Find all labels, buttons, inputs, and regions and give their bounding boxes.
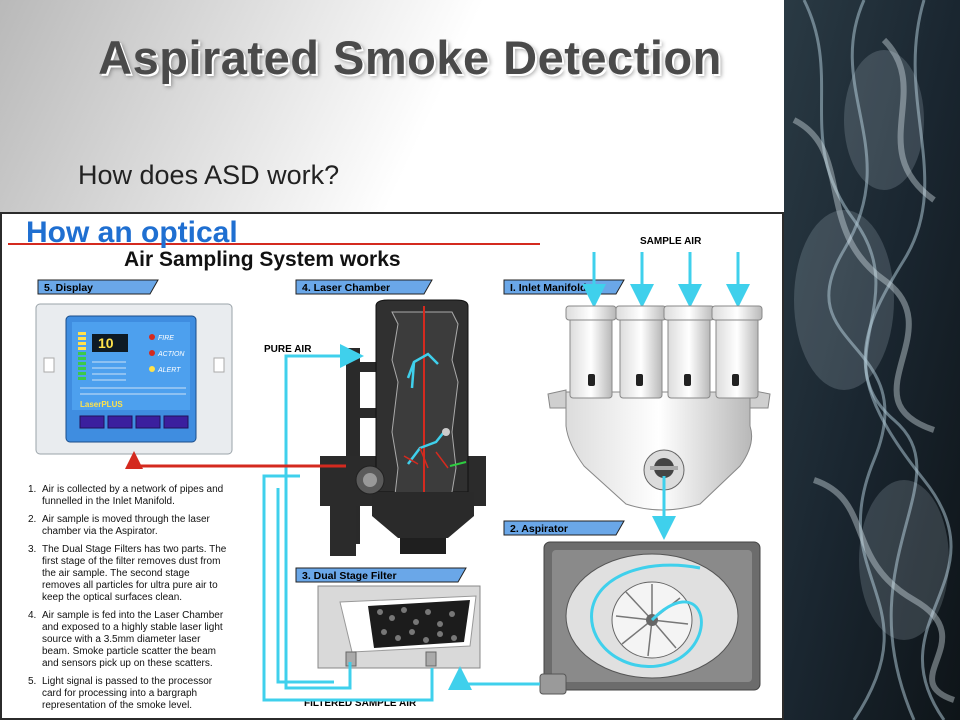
step-2-num: 2. [28, 514, 36, 525]
step-3-line-1: The Dual Stage Filters has two parts. Th… [42, 544, 227, 555]
step-4-line-2: and exposed to a highly stable laser lig… [42, 622, 223, 633]
step-5-line-3: representation of the smoke level. [42, 700, 192, 711]
label-aspirator: 2. Aspirator [503, 520, 625, 536]
step-2-line-1: Air sample is moved through the laser [42, 514, 211, 525]
display-alert: ALERT [157, 367, 181, 374]
step-5-line-2: card for processing into a bargraph [42, 688, 197, 699]
signal-arrow [125, 451, 346, 469]
steps-list: 1. Air is collected by a network of pipe… [28, 484, 227, 711]
step-2-line-2: chamber via the Aspirator. [42, 526, 158, 537]
step-4-line-4: beam. Smoke particle scatter the beam [42, 646, 216, 657]
step-1-line-1: Air is collected by a network of pipes a… [42, 484, 223, 495]
dual-stage-filter [317, 585, 481, 669]
label-laser-chamber: 4. Laser Chamber [295, 279, 433, 295]
air-flow-lines [262, 344, 540, 702]
label-dual-stage-filter: 3. Dual Stage Filter [295, 567, 467, 583]
label-display-text: 5. Display [44, 282, 93, 294]
display-fire: FIRE [158, 335, 174, 342]
step-3-line-4: removes all particles for ultra pure air… [42, 580, 218, 591]
step-4-num: 4. [28, 610, 36, 621]
diagram-heading-1: How an optical [26, 216, 238, 249]
step-3-line-3: the air sample. The second stage [42, 568, 190, 579]
label-inlet-manifold: I. Inlet Manifold [503, 279, 625, 295]
aspirator [539, 541, 761, 695]
display-readout: 10 [98, 335, 114, 351]
step-3-line-2: first stage of the filter removes dust f… [42, 556, 220, 567]
step-5-num: 5. [28, 676, 36, 687]
air-sampling-diagram: How an optical Air Sampling System works… [0, 212, 784, 720]
display-panel: 10 FIRE ACTION ALERT LaserPLUS [35, 303, 233, 455]
step-1-num: 1. [28, 484, 36, 495]
step-4-line-3: source with a 3.5mm diameter laser [42, 634, 201, 645]
filtered-sample-air-label: FILTERED SAMPLE AIR [304, 698, 417, 709]
step-4-line-1: Air sample is fed into the Laser Chamber [42, 610, 224, 621]
slide-title: Aspirated Smoke Detection [98, 31, 722, 84]
pure-air-label: PURE AIR [264, 344, 312, 355]
step-3-num: 3. [28, 544, 36, 555]
laser-chamber [320, 299, 486, 556]
smoke-image [784, 0, 960, 720]
sample-air-label: SAMPLE AIR [640, 236, 702, 247]
slide-subtitle: How does ASD work? [78, 160, 340, 190]
inlet-manifold [547, 305, 771, 540]
label-inlet-manifold-text: I. Inlet Manifold [510, 282, 586, 294]
diagram-heading-2: Air Sampling System works [124, 248, 401, 271]
sample-air-arrows [582, 252, 750, 308]
display-action: ACTION [157, 351, 185, 358]
step-4-line-5: and sensors pick up on these scatters. [42, 658, 213, 669]
step-3-line-5: keep the optical surfaces clean. [42, 592, 182, 603]
step-5-line-1: Light signal is passed to the processor [42, 676, 213, 687]
step-1-line-2: funnelled in the Inlet Manifold. [42, 496, 175, 507]
bargraph [78, 332, 86, 380]
label-display: 5. Display [37, 279, 159, 295]
label-aspirator-text: 2. Aspirator [510, 523, 568, 535]
label-dual-stage-filter-text: 3. Dual Stage Filter [302, 570, 397, 582]
display-brand: LaserPLUS [80, 400, 123, 409]
label-laser-chamber-text: 4. Laser Chamber [302, 282, 390, 294]
